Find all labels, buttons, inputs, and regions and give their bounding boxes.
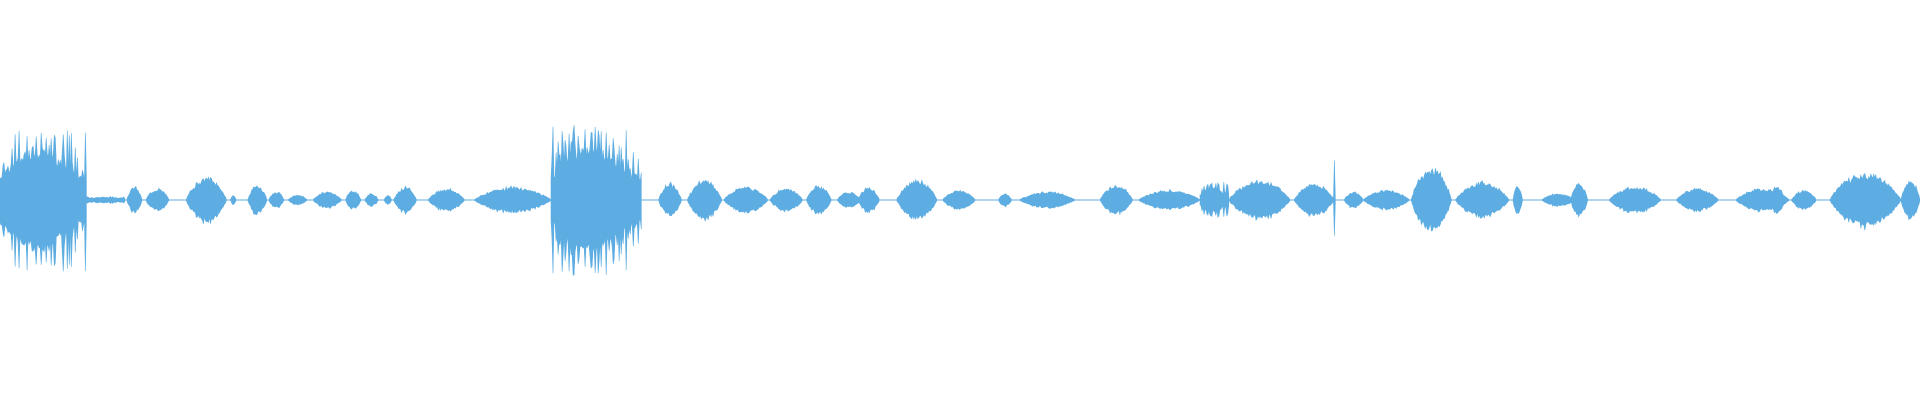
waveform-segment — [0, 130, 87, 272]
waveform-segment — [427, 187, 465, 212]
waveform-segment — [1512, 186, 1523, 215]
waveform-segment — [1791, 190, 1817, 211]
waveform-layer — [0, 125, 1920, 276]
waveform-segment — [1410, 168, 1452, 232]
waveform-segment — [145, 187, 170, 212]
waveform-segment — [230, 195, 237, 205]
waveform-segment — [1362, 189, 1410, 211]
waveform-segment — [1675, 187, 1719, 213]
waveform-segment — [312, 191, 343, 210]
waveform-segment — [1900, 180, 1920, 221]
waveform-segment — [769, 188, 803, 213]
waveform-segment — [998, 193, 1013, 208]
waveform-segment — [896, 178, 938, 220]
waveform-segment — [687, 180, 723, 222]
waveform-segment — [86, 196, 126, 204]
waveform-segment — [393, 185, 417, 215]
waveform-segment — [1333, 160, 1336, 236]
waveform-segment — [247, 185, 268, 216]
waveform-segment — [1228, 179, 1291, 221]
waveform-segment — [383, 194, 393, 205]
waveform-segment — [1018, 191, 1076, 209]
waveform-segment — [550, 125, 642, 276]
waveform-segment — [658, 181, 682, 217]
waveform-segment — [723, 186, 769, 214]
waveform-segment — [857, 186, 880, 214]
waveform-segment — [268, 191, 285, 209]
waveform-segment — [287, 194, 308, 206]
waveform-segment — [1570, 182, 1589, 218]
waveform-segment — [364, 193, 379, 207]
waveform-segment — [345, 190, 362, 210]
waveform-segment — [1099, 185, 1134, 216]
waveform-segment — [1199, 181, 1230, 218]
waveform-segment — [1608, 186, 1662, 214]
waveform-segment — [1455, 180, 1510, 219]
waveform-segment — [126, 185, 143, 214]
waveform-segment — [806, 185, 832, 215]
waveform-segment — [1767, 186, 1786, 215]
waveform-segment — [942, 190, 976, 210]
waveform-segment — [185, 176, 227, 224]
